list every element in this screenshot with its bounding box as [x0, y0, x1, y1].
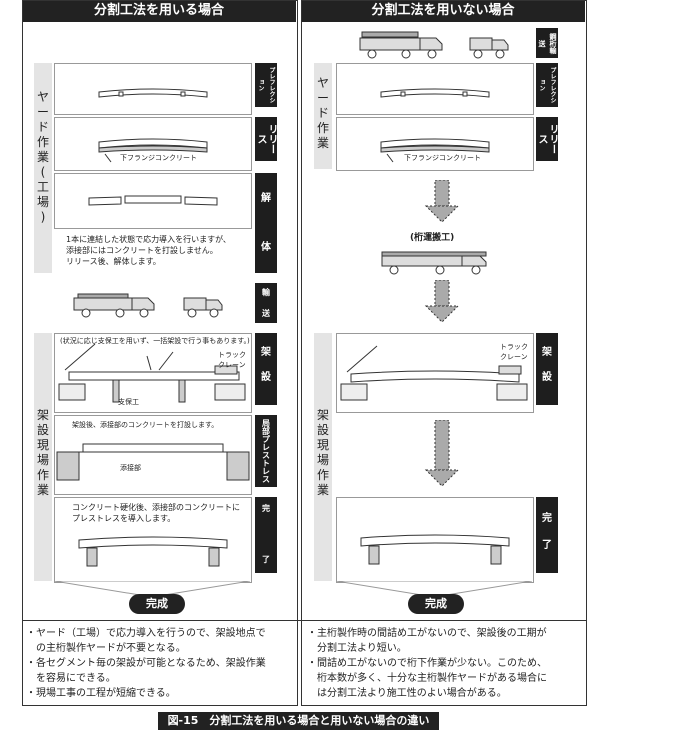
left-trucks-drawing	[73, 293, 223, 318]
right-yard-band	[314, 63, 332, 169]
right-tag-release: リリース	[536, 117, 558, 161]
left-final-box	[54, 497, 252, 583]
left-joint-pour-note: 架設後、添接部のコンクリートを打設します。	[72, 421, 219, 429]
left-site-band	[34, 333, 52, 581]
left-tag-complete: 完 了	[255, 497, 277, 573]
left-lower-flange-note: 下フランジコンクリート	[120, 154, 197, 162]
right-girder-transport-label: (桁運搬工)	[410, 233, 455, 243]
left-truck-crane-note: トラック クレーン	[218, 351, 246, 369]
right-erection-drawing	[340, 345, 528, 401]
left-header: 分割工法を用いる場合	[22, 0, 296, 22]
right-column-frame	[301, 0, 587, 706]
bullet-divider	[22, 620, 586, 621]
right-girder-truck-drawing	[381, 251, 487, 275]
left-support-note: 支保工	[118, 398, 139, 406]
left-tag-release: リリース	[255, 117, 277, 161]
left-pretension-box	[54, 63, 252, 115]
right-bullet-1: ・主桁製作時の間詰め工がないので、架設後の工期が	[307, 628, 547, 639]
right-pretension-box	[336, 63, 534, 115]
left-tag-transport: 輸 送	[255, 283, 277, 323]
right-tag-steel-transport: 鋼桁輸送	[536, 28, 558, 58]
dismantled-segments-drawing	[88, 195, 218, 206]
right-site-band	[314, 333, 332, 581]
left-yard-band	[34, 63, 52, 273]
right-done-badge: 完成	[408, 594, 464, 614]
left-joint-label: 添接部	[120, 464, 141, 472]
right-steel-trucks-drawing	[359, 31, 509, 59]
right-arrow-2	[424, 280, 460, 323]
right-arrow-3	[424, 420, 460, 487]
left-final-note: コンクリート硬化後、添接部のコンクリートに プレストレスを導入します。	[72, 503, 240, 523]
right-down-arrow	[336, 581, 532, 598]
right-final-box	[336, 497, 534, 583]
left-tag-erection: 架 設	[255, 333, 277, 405]
left-done-badge: 完成	[129, 594, 185, 614]
left-site-label: 架設現場作業	[36, 408, 49, 497]
right-arrow-1	[424, 180, 460, 223]
left-situation-note: (状況に応じ支保工を用いず、一括架設で行う事もあります。)	[60, 337, 250, 345]
right-tag-pretension: プレフレクション	[536, 63, 558, 107]
left-bullet-4: を容易にできる。	[26, 673, 116, 684]
right-site-label: 架設現場作業	[316, 408, 329, 497]
preflex-girder-drawing	[98, 88, 208, 98]
left-column-frame	[22, 0, 298, 706]
erection-with-support-drawing	[58, 343, 246, 403]
left-tag-local-prestress: 局部プレストレス	[255, 415, 277, 487]
left-dismantle-box	[54, 173, 252, 229]
joint-pour-drawing	[56, 443, 250, 481]
release-girder-drawing	[98, 138, 208, 163]
left-yard-note: 1本に連結した状態で応力導入を行いますが、 添接部にはコンクリートを打設しません…	[66, 235, 231, 266]
right-release-box	[336, 117, 534, 171]
left-bullet-3: ・各セグメント毎の架設が可能となるため、架設作業	[26, 658, 266, 669]
figure-caption: 図-15 分割工法を用いる場合と用いない場合の違い	[158, 712, 439, 730]
right-yard-label: ヤード作業	[316, 76, 329, 150]
left-bullet-2: の主桁製作ヤードが不要となる。	[26, 643, 186, 654]
right-lower-flange-note: 下フランジコンクリート	[404, 154, 481, 162]
right-erection-box	[336, 333, 534, 413]
left-down-arrow	[54, 581, 250, 598]
right-header: 分割工法を用いない場合	[301, 0, 585, 22]
right-preflex-girder-drawing	[380, 88, 490, 98]
right-release-girder-drawing	[380, 138, 490, 163]
right-bullet-5: は分割工法より施工性のよい場合がある。	[307, 688, 507, 699]
right-bullet-4: 桁本数が多く、十分な主桁製作ヤードがある場合に	[307, 673, 547, 684]
right-bullet-3: ・間詰め工がないので桁下作業が少ない。このため、	[307, 658, 547, 669]
right-final-girder-drawing	[360, 534, 510, 565]
left-tag-dismantle: 解 体	[255, 173, 277, 273]
left-bullet-5: ・現場工事の工程が短縮できる。	[26, 688, 176, 699]
right-truck-crane-note: トラック クレーン	[500, 343, 528, 361]
right-bullet-2: 分割工法より短い。	[307, 643, 407, 654]
left-erection-box	[54, 333, 252, 413]
right-tag-complete: 完 了	[536, 497, 558, 573]
left-release-box	[54, 117, 252, 171]
left-joint-box	[54, 415, 252, 495]
left-tag-pretension: プレフレクション	[255, 63, 277, 107]
left-yard-label: ヤード作業(工場)	[36, 90, 49, 224]
right-tag-erection: 架 設	[536, 333, 558, 405]
final-girder-drawing	[78, 536, 228, 567]
left-bullet-1: ・ヤード（工場）で応力導入を行うので、架設地点で	[26, 628, 266, 639]
